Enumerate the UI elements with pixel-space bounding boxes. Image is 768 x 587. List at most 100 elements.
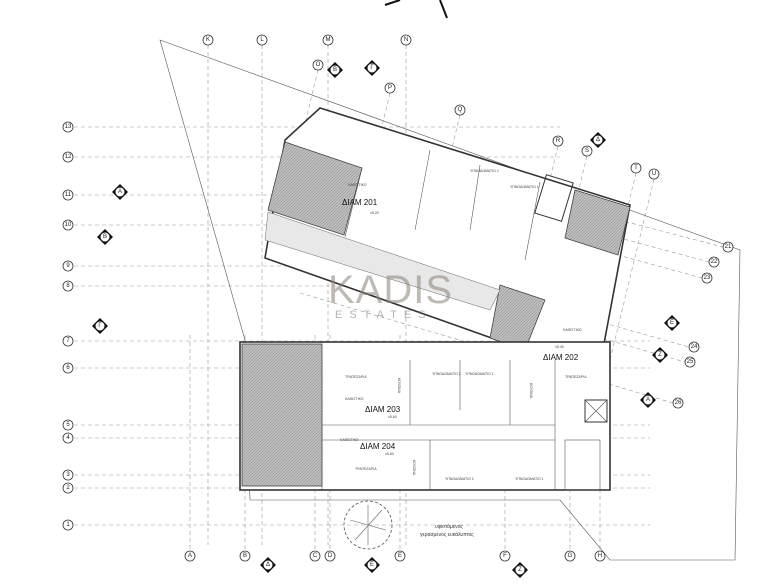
svg-text:A: A	[188, 553, 192, 559]
svg-text:B: B	[243, 553, 247, 559]
grid-bubble-P: P	[384, 82, 396, 94]
section-marker: A	[640, 392, 656, 408]
room-label: ΥΠΝΟΔΩΜΑΤΙΟ 2	[445, 477, 474, 481]
svg-text:Ζ: Ζ	[518, 567, 522, 573]
apartment-label-202: ΔΙΑΜ 202	[543, 353, 579, 362]
apartment-label-203: ΔΙΑΜ 203	[365, 405, 401, 414]
grid-bubble-6: 6	[62, 362, 74, 374]
grid-bubble-O: O	[312, 59, 324, 71]
room-label: ΚΑΘΙΣΤΙΚΟ	[563, 328, 582, 332]
grid-line	[608, 178, 655, 365]
grid-bubble-5: 5	[62, 419, 74, 431]
section-marker: A	[112, 184, 128, 200]
grid-bubble-24: 24	[688, 341, 700, 353]
watermark-logo: KADIS	[328, 268, 453, 312]
grid-bubble-E: E	[394, 550, 406, 562]
svg-text:11: 11	[65, 192, 72, 198]
svg-text:E: E	[398, 553, 402, 559]
grid-bubble-N: N	[400, 34, 412, 46]
grid-bubble-1: 1	[62, 519, 74, 531]
grid-bubble-7: 7	[62, 335, 74, 347]
grid-bubble-D: D	[324, 550, 336, 562]
svg-text:O: O	[316, 62, 321, 68]
grid-bubble-A: A	[184, 550, 196, 562]
svg-text:Ε: Ε	[670, 320, 674, 326]
grid-bubble-23: 23	[701, 272, 713, 284]
svg-text:Ζ: Ζ	[658, 352, 662, 358]
grid-bubble-9: 9	[62, 260, 74, 272]
svg-text:12: 12	[65, 154, 72, 160]
room-label: ΤΡΑΠΕΖΑΡΙΑ	[345, 375, 367, 379]
section-marker: Ζ	[652, 347, 668, 363]
section-marker: Ε	[364, 557, 380, 573]
svg-text:22: 22	[711, 259, 718, 265]
svg-text:21: 21	[725, 244, 732, 250]
svg-text:26: 26	[675, 400, 682, 406]
svg-text:L: L	[260, 37, 264, 43]
svg-text:25: 25	[687, 359, 694, 365]
grid-bubble-G: G	[564, 550, 576, 562]
svg-text:13: 13	[65, 124, 72, 130]
grid-line	[272, 69, 319, 256]
svg-text:D: D	[328, 553, 333, 559]
svg-text:B: B	[333, 67, 337, 73]
grid-bubble-2: 2	[62, 482, 74, 494]
svg-text:Δ: Δ	[596, 137, 600, 143]
svg-text:9: 9	[66, 263, 70, 269]
svg-text:Γ: Γ	[370, 65, 374, 71]
section-marker: Δ	[590, 132, 606, 148]
level-201: ±5.20	[370, 211, 379, 215]
tree-note-line2: γερασμένος ευκάλυπτος	[420, 531, 474, 538]
svg-text:K: K	[206, 37, 210, 43]
svg-text:P: P	[388, 85, 392, 91]
section-marker: Δ	[260, 557, 276, 573]
svg-text:H: H	[598, 553, 602, 559]
room-label-kitchen-203: ΚΟΥΖΙΝΑ	[397, 378, 401, 394]
watermark-sub: ESTATES	[335, 309, 433, 321]
svg-text:7: 7	[66, 338, 70, 344]
room-label-kitchen-204: ΚΟΥΖΙΝΑ	[412, 460, 416, 476]
grid-bubble-22: 22	[708, 256, 720, 268]
room-label: ΥΠΝΟΔΩΜΑΤΙΟ 2	[432, 372, 461, 376]
grid-bubble-F: F	[499, 550, 511, 562]
room-label: ΚΑΘΙΣΤΙΚΟ	[340, 438, 359, 442]
grid-bubble-10: 10	[62, 219, 74, 231]
svg-text:F: F	[503, 553, 507, 559]
room-label: ΚΑΘΙΣΤΙΚΟ	[348, 183, 367, 187]
svg-text:Q: Q	[458, 107, 463, 113]
section-marker: Ζ	[512, 562, 528, 578]
room-label: ΤΡΑΠΕΖΑΡΙΑ	[355, 467, 377, 471]
svg-text:B: B	[103, 234, 107, 240]
room-label: ΥΠΝΟΔΩΜΑΤΙΟ 1	[515, 477, 544, 481]
svg-text:24: 24	[691, 344, 698, 350]
section-marker: Γ	[364, 60, 380, 76]
svg-text:A: A	[118, 189, 122, 195]
tree-symbol	[343, 500, 393, 550]
svg-text:N: N	[404, 37, 408, 43]
room-label: ΤΡΑΠΕΖΑΡΙΑ	[565, 375, 587, 379]
room-label-kitchen-202: ΚΟΥΖΙΝΑ	[529, 383, 533, 399]
grid-line	[299, 236, 690, 348]
grid-bubble-K: K	[202, 34, 214, 46]
grid-bubble-8: 8	[62, 280, 74, 292]
section-marker: Ε	[664, 315, 680, 331]
grid-bubble-4: 4	[62, 432, 74, 444]
grid-line	[299, 292, 674, 404]
upper-block	[264, 107, 631, 366]
level-203: ±5.60	[388, 415, 397, 419]
section-marker: B	[327, 62, 343, 78]
grid-line	[344, 92, 391, 279]
grid-bubble-26: 26	[672, 397, 684, 409]
svg-text:Δ: Δ	[266, 562, 270, 568]
svg-text:Ε: Ε	[370, 562, 374, 568]
section-marker: B	[97, 229, 113, 245]
grid-bubble-25: 25	[684, 356, 696, 368]
grid-bubble-H: H	[594, 550, 606, 562]
room-label: ΥΠΝΟΔΩΜΑΤΙΟ 1	[465, 372, 494, 376]
svg-text:6: 6	[66, 365, 70, 371]
lower-block	[239, 341, 611, 491]
svg-text:R: R	[556, 138, 561, 144]
section-marker: Γ	[92, 318, 108, 334]
grid-bubble-Q: Q	[454, 104, 466, 116]
